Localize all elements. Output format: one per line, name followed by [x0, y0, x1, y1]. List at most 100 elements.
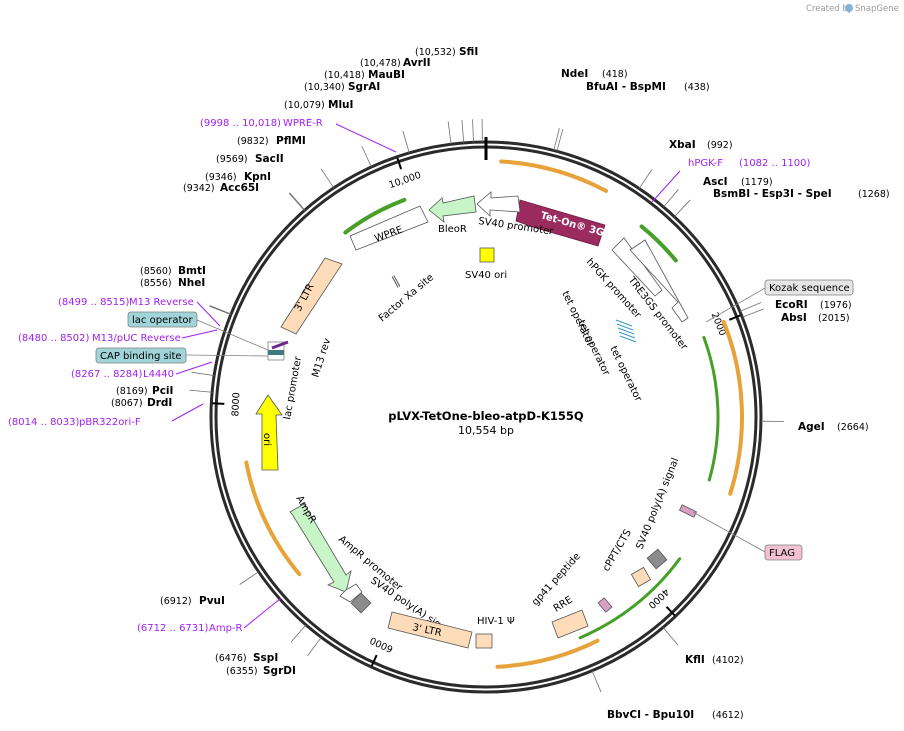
feature-lac-promoter[interactable]: lac promoter M13 rev — [267, 337, 333, 421]
scale-tick-label: 10,000 — [388, 170, 423, 191]
site-label-absi[interactable]: AbsI(2015) — [781, 312, 850, 324]
plasmid-name: pLVX-TetOne-bleo-atpD-K155Q — [388, 409, 584, 423]
factor-xa-mark-inner — [392, 275, 400, 288]
primer-pbr322ori-f[interactable]: (8014 .. 8033)pBR322ori-F — [8, 417, 141, 428]
svg-text:(9832): (9832) — [237, 136, 269, 147]
feature-sv40-polya-right[interactable]: SV40 poly(A) signal — [635, 456, 682, 570]
site-leader — [320, 168, 335, 189]
sv40-polya-right-box — [646, 548, 668, 570]
bleor-label: BleoR — [438, 224, 467, 235]
site-label-drdi[interactable]: (8067)DrdI — [111, 397, 172, 409]
scale-tick-label: 8000 — [230, 392, 242, 417]
svg-text:Amp-R: Amp-R — [209, 623, 243, 634]
feature-gp41-peptide[interactable] — [597, 597, 613, 613]
site-label-sgrai[interactable]: (10,340)SgrAI — [304, 81, 380, 93]
svg-text:(4612): (4612) — [712, 710, 744, 721]
site-label-acc65i[interactable]: (9342)Acc65I — [183, 182, 259, 194]
site-label-sacii[interactable]: (9569)SacII — [216, 153, 284, 165]
rre-label: RRE — [552, 595, 575, 615]
site-label-pvui[interactable]: (6912) PvuI — [160, 595, 225, 607]
site-label-kfli[interactable]: KflI(4102) — [685, 654, 744, 666]
site-label-bfuai-bspmi[interactable]: BfuAI - BspMI(438) — [586, 81, 710, 93]
plasmid-length: 10,554 bp — [458, 424, 514, 437]
svg-text:NheI: NheI — [178, 277, 205, 289]
site-leader — [288, 193, 305, 211]
feature-wpre[interactable]: WPRE — [349, 205, 429, 251]
tet-op-label-2: tet operator — [575, 318, 612, 378]
site-label-bmti[interactable]: (8560)BmtI — [140, 265, 206, 277]
site-leader — [290, 624, 307, 643]
ampr-arrow — [289, 503, 352, 593]
site-label-kpni[interactable]: (9346)KpnI — [205, 171, 271, 183]
primer-l4440[interactable]: (8267 .. 8284)L4440 — [71, 369, 174, 380]
svg-text:(10,079): (10,079) — [284, 100, 325, 111]
site-label-pflmi[interactable]: (9832)PflMI — [237, 135, 306, 147]
badge-flag[interactable]: FLAG — [764, 544, 803, 561]
svg-text:(8556): (8556) — [140, 278, 172, 289]
primer-m13-puc-reverse[interactable]: (8480 .. 8502)M13/pUC Reverse — [18, 333, 181, 344]
primer-wpre-r[interactable]: (9998 .. 10,018)WPRE-R — [200, 118, 323, 129]
sv40-promoter-arrow — [476, 191, 521, 217]
site-label-bsmbi-esp3i-spei[interactable]: BsmBI - Esp3I - SpeI(1268) — [713, 188, 890, 200]
svg-text:(992): (992) — [707, 140, 733, 151]
badge-cap-binding-site[interactable]: CAP binding site — [95, 347, 187, 364]
feature-arc — [244, 460, 302, 577]
site-label-sgrdi[interactable]: (6355)SgrDI — [226, 665, 296, 677]
site-label-sfii[interactable]: (10,532)SfiI — [415, 46, 478, 58]
svg-text:XbaI: XbaI — [669, 139, 696, 151]
site-label-maubi[interactable]: (10,418)MauBI — [324, 69, 405, 81]
lac-operator-badge-box — [127, 311, 198, 328]
feature-arc — [343, 197, 407, 235]
site-label-asci[interactable]: AscI(1179) — [703, 176, 773, 188]
svg-text:PvuI: PvuI — [199, 595, 225, 607]
feature-ampr[interactable]: AmpR — [289, 494, 352, 593]
feature-hiv-psi[interactable]: HIV-1 Ψ — [475, 616, 515, 649]
site-label-xbai[interactable]: XbaI (992) — [669, 139, 733, 151]
site-leader — [289, 192, 306, 211]
primer-m13-reverse[interactable]: (8499 .. 8515)M13 Reverse — [58, 297, 194, 308]
site-leader — [472, 119, 474, 143]
lac-operator-mark — [268, 350, 284, 355]
svg-text:(8169): (8169) — [116, 386, 148, 397]
feature-flag-mark[interactable] — [678, 504, 698, 518]
cppt-label: cPPT/CTS — [601, 528, 634, 574]
feature-rre[interactable]: RRE gp41 peptide — [530, 551, 589, 639]
svg-text:AbsI: AbsI — [781, 312, 807, 324]
m13-rev-mark — [271, 340, 289, 350]
primer-hpgk-f[interactable]: hPGK-F(1082 .. 1100) — [688, 158, 811, 169]
svg-text:SspI: SspI — [253, 652, 278, 664]
lac-operator-badge-text: lac operator — [132, 315, 193, 326]
cppt-box — [630, 566, 652, 588]
site-label-agei[interactable]: AgeI(2664) — [798, 421, 869, 433]
primer-amp-r[interactable]: (6712 .. 6731)Amp-R — [137, 623, 243, 634]
feature-factor-xa[interactable]: Factor Xa site — [377, 272, 436, 324]
site-label-bbvci-bpu10i[interactable]: BbvCI - Bpu10I(4612) — [607, 709, 744, 721]
svg-text:SacII: SacII — [255, 153, 284, 165]
gp41-label: gp41 peptide — [530, 551, 583, 608]
badge-kozak-sequence[interactable]: Kozak sequence — [764, 279, 854, 296]
svg-text:(10,418): (10,418) — [324, 70, 365, 81]
bleor-arrow — [428, 195, 477, 223]
site-label-pcii[interactable]: (8169)PciI — [116, 385, 173, 397]
feature-5-ltr[interactable]: 3' LTR — [280, 257, 343, 335]
site-label-sspi[interactable]: (6476)SspI — [215, 652, 278, 664]
site-label-nhei[interactable]: (8556) NheI — [140, 277, 205, 289]
badge-lac-operator[interactable]: lac operator — [127, 311, 198, 328]
svg-text:AscI: AscI — [703, 176, 728, 188]
site-label-ecori[interactable]: EcoRI(1976) — [775, 299, 852, 311]
sv40-ori-label: SV40 ori — [465, 270, 507, 281]
feature-bleor[interactable]: BleoR — [428, 195, 477, 235]
site-label-avrii[interactable]: (10,478)AvrII — [360, 57, 431, 69]
site-leader — [739, 302, 762, 312]
ori-label: ori — [261, 433, 272, 446]
feature-sv40-ori[interactable]: SV40 ori — [465, 247, 507, 281]
feature-ori[interactable]: ori — [255, 394, 283, 471]
svg-text:BmtI: BmtI — [178, 265, 206, 277]
site-label-mlui[interactable]: (10,079)MluI — [284, 99, 353, 111]
svg-text:hPGK-F: hPGK-F — [688, 158, 723, 169]
site-label-ndei[interactable]: NdeI(418) — [561, 68, 628, 80]
ltr3-box — [387, 611, 473, 649]
svg-text:(6912): (6912) — [160, 596, 192, 607]
feature-3-ltr[interactable]: 3' LTR — [387, 611, 473, 649]
flag-badge-box — [764, 544, 803, 561]
